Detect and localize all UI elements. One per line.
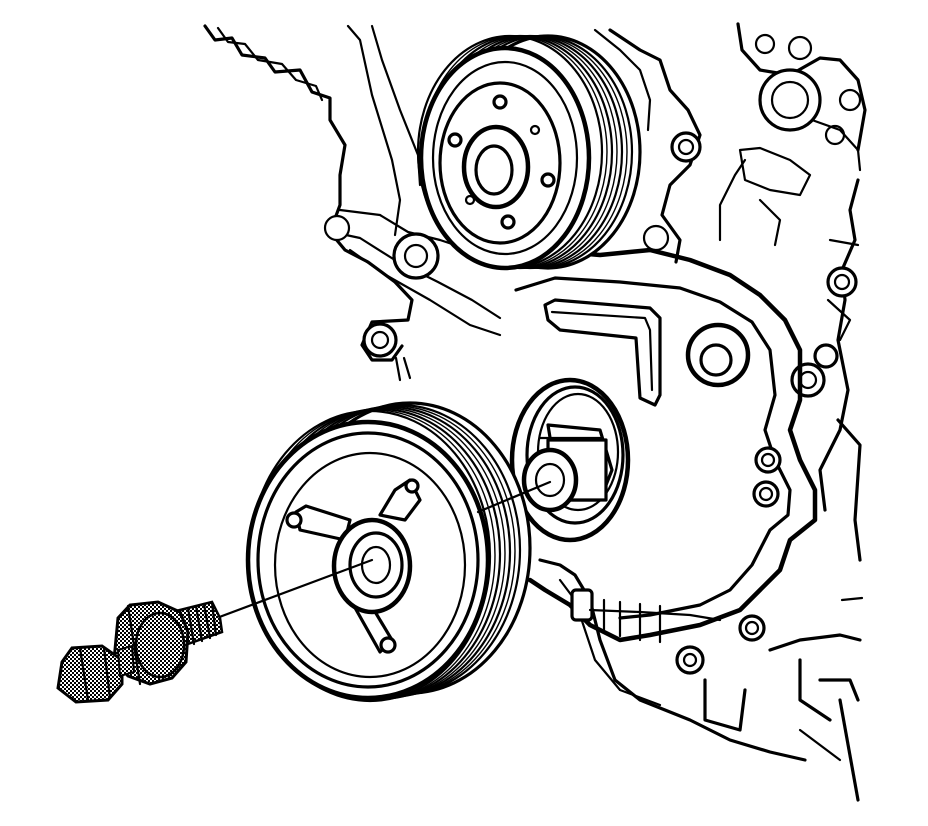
crankshaft-nose: [509, 377, 631, 543]
tool-hex-head: [56, 644, 124, 704]
upper-pulley: [416, 34, 642, 271]
installer-tool: [56, 600, 224, 704]
engine-front-cover: [203, 22, 867, 802]
crankshaft-balancer: [245, 401, 532, 703]
